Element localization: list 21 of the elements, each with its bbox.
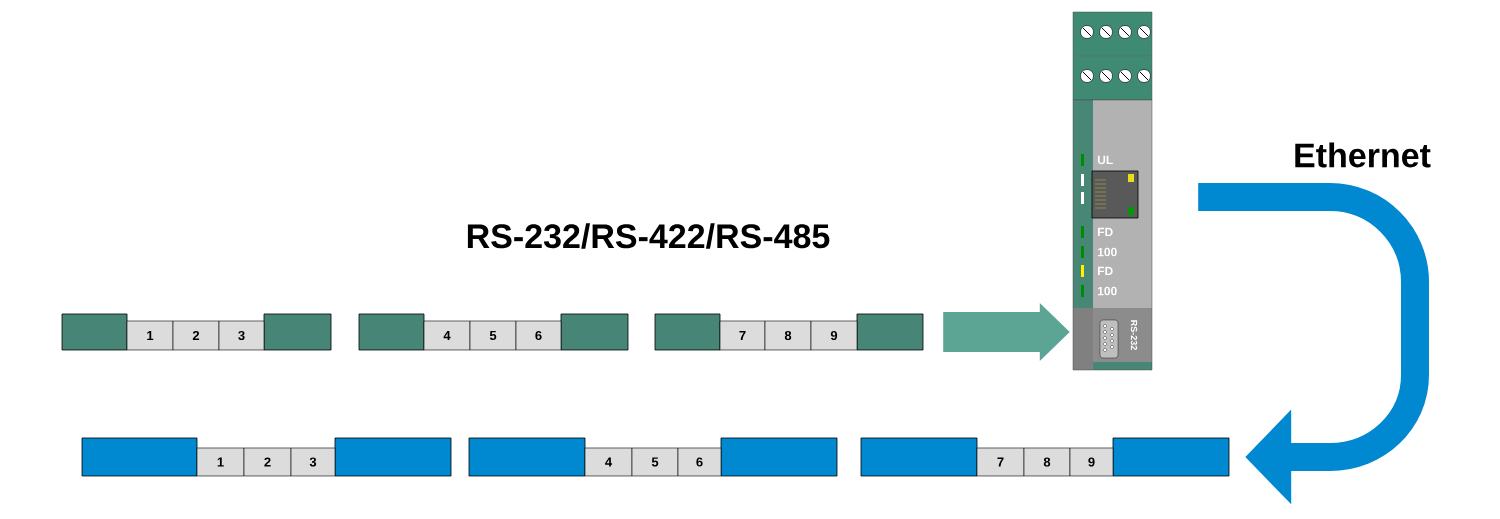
numbered-cell: 4	[584, 447, 633, 477]
numbered-cell: 6	[677, 447, 722, 477]
numbered-cell: 4	[423, 320, 471, 351]
numbered-cell: 9	[810, 320, 858, 351]
numbered-cell: 2	[243, 447, 292, 477]
numbered-cell: 7	[976, 447, 1025, 477]
numbered-cell: 6	[515, 320, 562, 351]
numbered-cell: 3	[218, 320, 265, 351]
edge-label: Ethernet	[1295, 142, 1431, 168]
arrow	[1198, 183, 1429, 505]
numbered-cell: 3	[290, 447, 336, 477]
numbered-cell: 8	[1023, 447, 1071, 477]
numbered-cell: 1	[126, 320, 174, 351]
numbered-cell: 5	[631, 447, 679, 477]
numbered-cell: 8	[764, 320, 812, 351]
numbered-cell: 5	[469, 320, 517, 351]
heading: RS-232/RS-422/RS-485	[467, 223, 830, 249]
numbered-cell: 2	[172, 320, 220, 351]
numbered-cell: 7	[719, 320, 766, 351]
numbered-cell: 9	[1069, 447, 1114, 477]
numbered-cell: 1	[196, 447, 245, 477]
